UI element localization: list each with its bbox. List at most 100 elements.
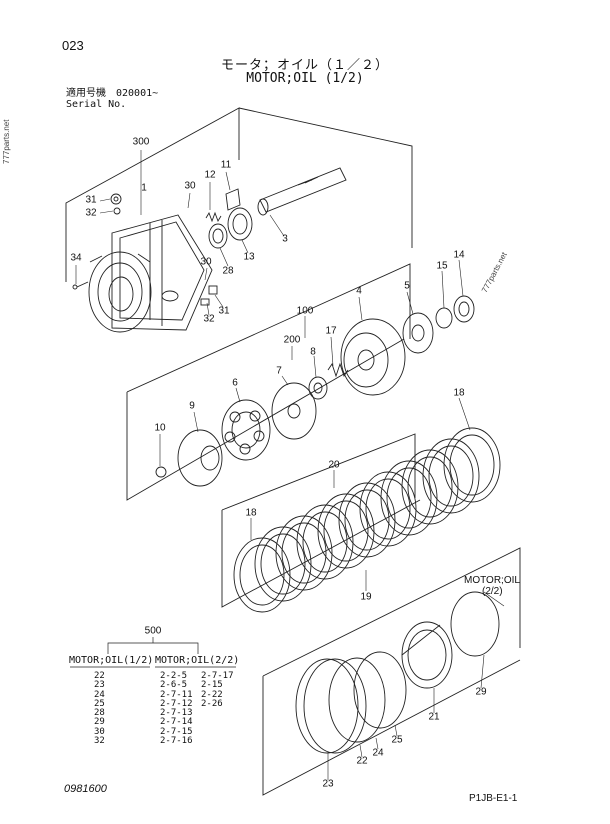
callout-4: 4 [356, 285, 362, 297]
callout-30-bottom: 30 [200, 256, 212, 268]
friction-plate-ring [338, 482, 396, 558]
kit-col1-header: MOTOR;OIL(1/2) [69, 655, 154, 666]
friction-plate-ring [233, 537, 291, 613]
ring-28 [208, 223, 228, 249]
callout-19: 19 [360, 591, 372, 603]
callout-1: 1 [141, 182, 147, 194]
callout-28: 28 [222, 265, 234, 277]
cross-reference-note: MOTOR;OIL (2/2) [464, 575, 520, 597]
list-item: 2-7-11 [160, 689, 193, 700]
friction-plate-ring [281, 522, 327, 584]
callout-18-left: 18 [245, 507, 257, 519]
list-item: 2-2-5 [160, 671, 188, 681]
friction-plate-ring [239, 544, 285, 606]
callout-5: 5 [404, 280, 410, 292]
cross-reference-title: MOTOR;OIL [464, 575, 520, 586]
friction-plate-ring [302, 511, 348, 573]
callout-14: 14 [453, 249, 465, 261]
page-number: 023 [62, 38, 84, 53]
serial-english: Serial No. [66, 99, 127, 110]
friction-plate-ring [260, 533, 306, 595]
list-item: 2-26 [201, 698, 223, 709]
friction-plate-ring [359, 471, 417, 547]
list-item: 2-7-13 [160, 708, 193, 719]
kit-number: 500 [144, 625, 162, 637]
callout-10: 10 [154, 422, 166, 434]
list-item: 22 [94, 671, 105, 681]
collar-11 [225, 188, 241, 211]
friction-plate-ring [275, 515, 333, 591]
callout-6: 6 [232, 377, 238, 389]
list-item: 29 [94, 717, 105, 728]
callout-7: 7 [276, 365, 282, 377]
list-item: 30 [94, 726, 105, 737]
serial-japanese: 適用号機 020001~ [66, 88, 159, 99]
list-item: 28 [94, 708, 105, 719]
friction-plates [233, 427, 501, 613]
list-item: 2-7-12 [160, 698, 193, 709]
seal-kit-panel [262, 547, 521, 796]
callout-30-top: 30 [184, 180, 196, 192]
drawing-number: 0981600 [64, 783, 107, 795]
callout-25: 25 [391, 734, 403, 746]
callout-18-top: 18 [453, 387, 465, 399]
leader-lines [75, 150, 505, 780]
pistons-6 [221, 399, 271, 461]
callout-300: 300 [132, 136, 150, 148]
friction-plate-ring [296, 504, 354, 580]
friction-plate-ring [386, 467, 432, 529]
motor-housing-panel [65, 107, 413, 282]
kit-col2b-list: 2-7-17 2-15 2-22 2-26 [201, 671, 234, 709]
spring-12 [205, 211, 222, 223]
callout-100: 100 [296, 305, 314, 317]
list-item: 2-22 [201, 689, 223, 700]
shaft-3 [257, 167, 347, 216]
friction-plate-ring [365, 478, 411, 540]
kit-table-lines [70, 637, 236, 668]
callout-8: 8 [310, 346, 316, 358]
friction-plate-ring [380, 460, 438, 536]
spring-set-17-8 [308, 362, 349, 400]
friction-plate-ring [449, 434, 495, 496]
bolts-31-32 [72, 193, 218, 306]
swash-plate-9 [177, 429, 223, 487]
list-item: 24 [94, 689, 105, 700]
ball-10 [155, 466, 167, 478]
kit-col2a-list: 2-2-5 2-6-5 2-7-11 2-7-12 2-7-13 2-7-14 … [160, 671, 193, 746]
callout-12: 12 [204, 169, 216, 181]
callout-31-top: 31 [85, 194, 97, 206]
callout-34: 34 [70, 252, 82, 264]
list-item: 25 [94, 698, 105, 709]
list-item: 2-7-14 [160, 717, 193, 728]
friction-plate-ring [344, 489, 390, 551]
list-item: 2-6-5 [160, 680, 188, 691]
callout-9: 9 [189, 400, 195, 412]
callout-32-top: 32 [85, 207, 97, 219]
serial-info: 適用号機 020001~ Serial No. [66, 88, 158, 110]
kit-col2-header: MOTOR;OIL(2/2) [155, 655, 240, 666]
bearing-13 [227, 207, 253, 241]
bearing-15-14 [435, 295, 475, 329]
callout-21: 21 [428, 711, 440, 723]
list-item: 2-7-17 [201, 671, 234, 681]
callout-15: 15 [436, 260, 448, 272]
cross-reference-sheet: (2/2) [482, 586, 503, 597]
callout-20: 20 [328, 459, 340, 471]
list-item: 2-7-15 [160, 726, 193, 737]
o-ring-29 [450, 591, 500, 657]
callout-24: 24 [372, 747, 384, 759]
callout-32-bottom: 32 [203, 313, 215, 325]
friction-plate-ring [323, 500, 369, 562]
cylinder-block-4 [340, 318, 406, 396]
friction-plate-ring [254, 526, 312, 602]
friction-plate-ring [443, 427, 501, 503]
callout-17: 17 [325, 325, 337, 337]
title-japanese: モータ；オイル（１／２） [220, 58, 389, 73]
plates-panel [221, 433, 421, 608]
list-item: 32 [94, 736, 105, 747]
callout-23: 23 [322, 778, 334, 790]
friction-plate-ring [422, 438, 480, 514]
o-rings-22-25 [295, 651, 407, 754]
friction-plate-ring [401, 449, 459, 525]
